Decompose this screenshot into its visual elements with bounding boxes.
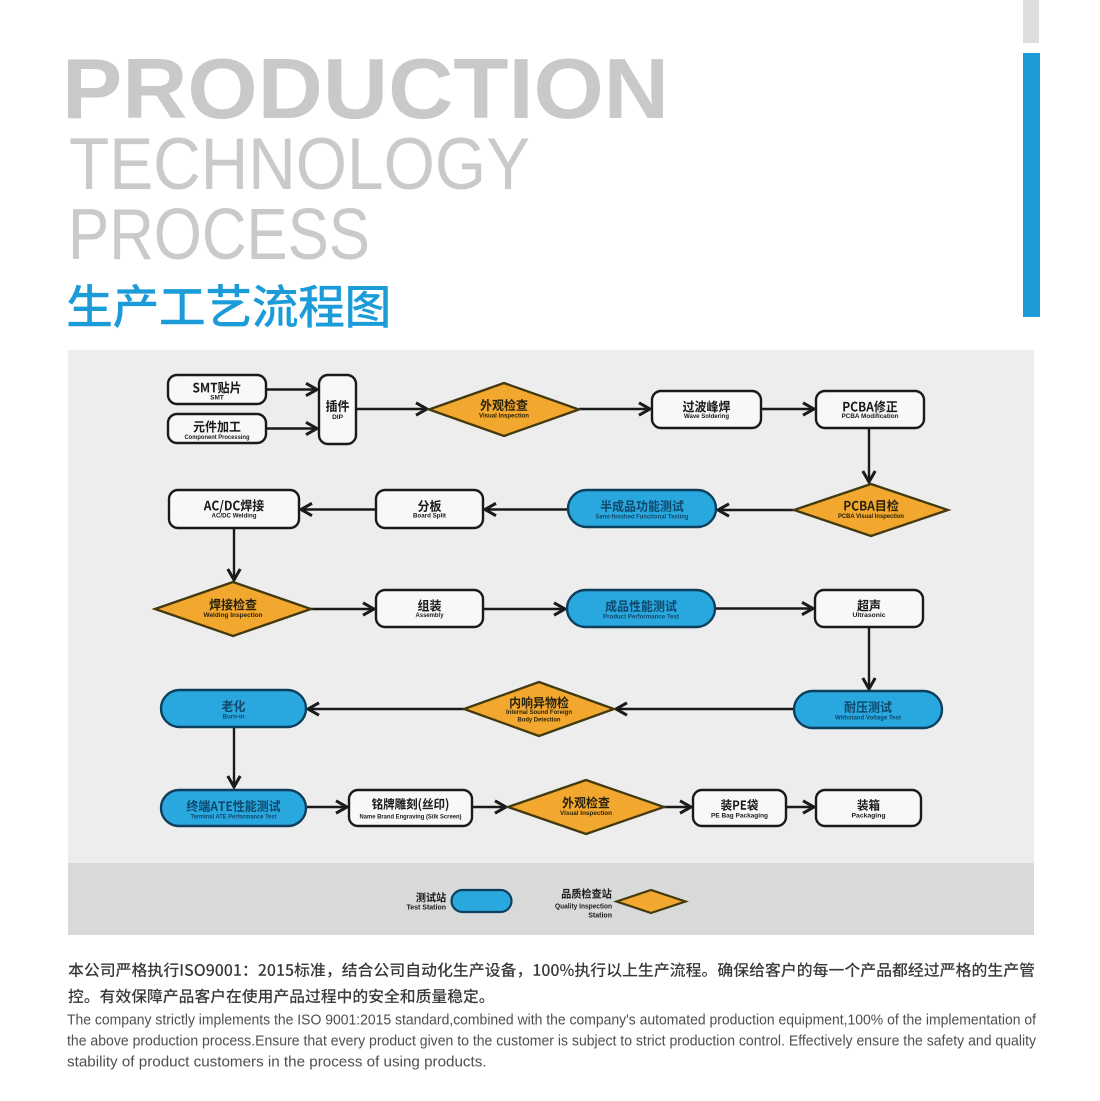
svg-text:SMT: SMT — [210, 395, 224, 402]
svg-text:the above production process.E: the above production process.Ensure that… — [67, 1033, 1036, 1050]
svg-text:DIP: DIP — [332, 414, 344, 421]
svg-text:PRODUCTION: PRODUCTION — [62, 42, 669, 137]
svg-text:Component Processing: Component Processing — [185, 434, 250, 441]
svg-text:Visual Inspection: Visual Inspection — [560, 810, 612, 817]
svg-text:Body Detection: Body Detection — [518, 717, 561, 724]
svg-text:Product Performance Test: Product Performance Test — [603, 614, 680, 621]
svg-text:Semi-finished Functional Testi: Semi-finished Functional Testing — [596, 514, 689, 521]
svg-text:PCBA Visual Inspection: PCBA Visual Inspection — [838, 513, 904, 520]
svg-text:Wave Soldering: Wave Soldering — [684, 413, 729, 420]
svg-text:Burn-in: Burn-in — [223, 714, 245, 721]
svg-text:TECHNOLOGY: TECHNOLOGY — [69, 124, 530, 205]
svg-text:Assembly: Assembly — [416, 612, 444, 619]
svg-text:stability of product customers: stability of product customers in the pr… — [67, 1054, 487, 1071]
svg-text:Terminal ATE Performance Test: Terminal ATE Performance Test — [191, 814, 278, 821]
svg-text:Station: Station — [588, 913, 612, 920]
svg-text:PROCESS: PROCESS — [68, 195, 370, 275]
svg-text:Withstand Voltage Test: Withstand Voltage Test — [835, 715, 902, 722]
svg-text:Internal Sound Foreign: Internal Sound Foreign — [506, 709, 572, 716]
svg-text:Packaging: Packaging — [852, 813, 886, 820]
svg-text:AC/DC Welding: AC/DC Welding — [212, 513, 257, 520]
svg-text:The company strictly implement: The company strictly implements the ISO … — [67, 1012, 1037, 1029]
svg-text:Name Brand Engraving (Silk Scr: Name Brand Engraving (Silk Screen) — [360, 813, 462, 820]
svg-text:Visual Inspection: Visual Inspection — [479, 413, 529, 420]
svg-text:PE Bag Packaging: PE Bag Packaging — [711, 813, 768, 820]
svg-text:Test Station: Test Station — [406, 905, 446, 912]
svg-text:Quality Inspection: Quality Inspection — [555, 904, 612, 911]
svg-text:Welding Inspection: Welding Inspection — [204, 612, 263, 619]
svg-text:Board Split: Board Split — [413, 513, 447, 520]
svg-text:Ultrasonic: Ultrasonic — [853, 612, 886, 619]
svg-text:PCBA Modification: PCBA Modification — [842, 413, 899, 420]
